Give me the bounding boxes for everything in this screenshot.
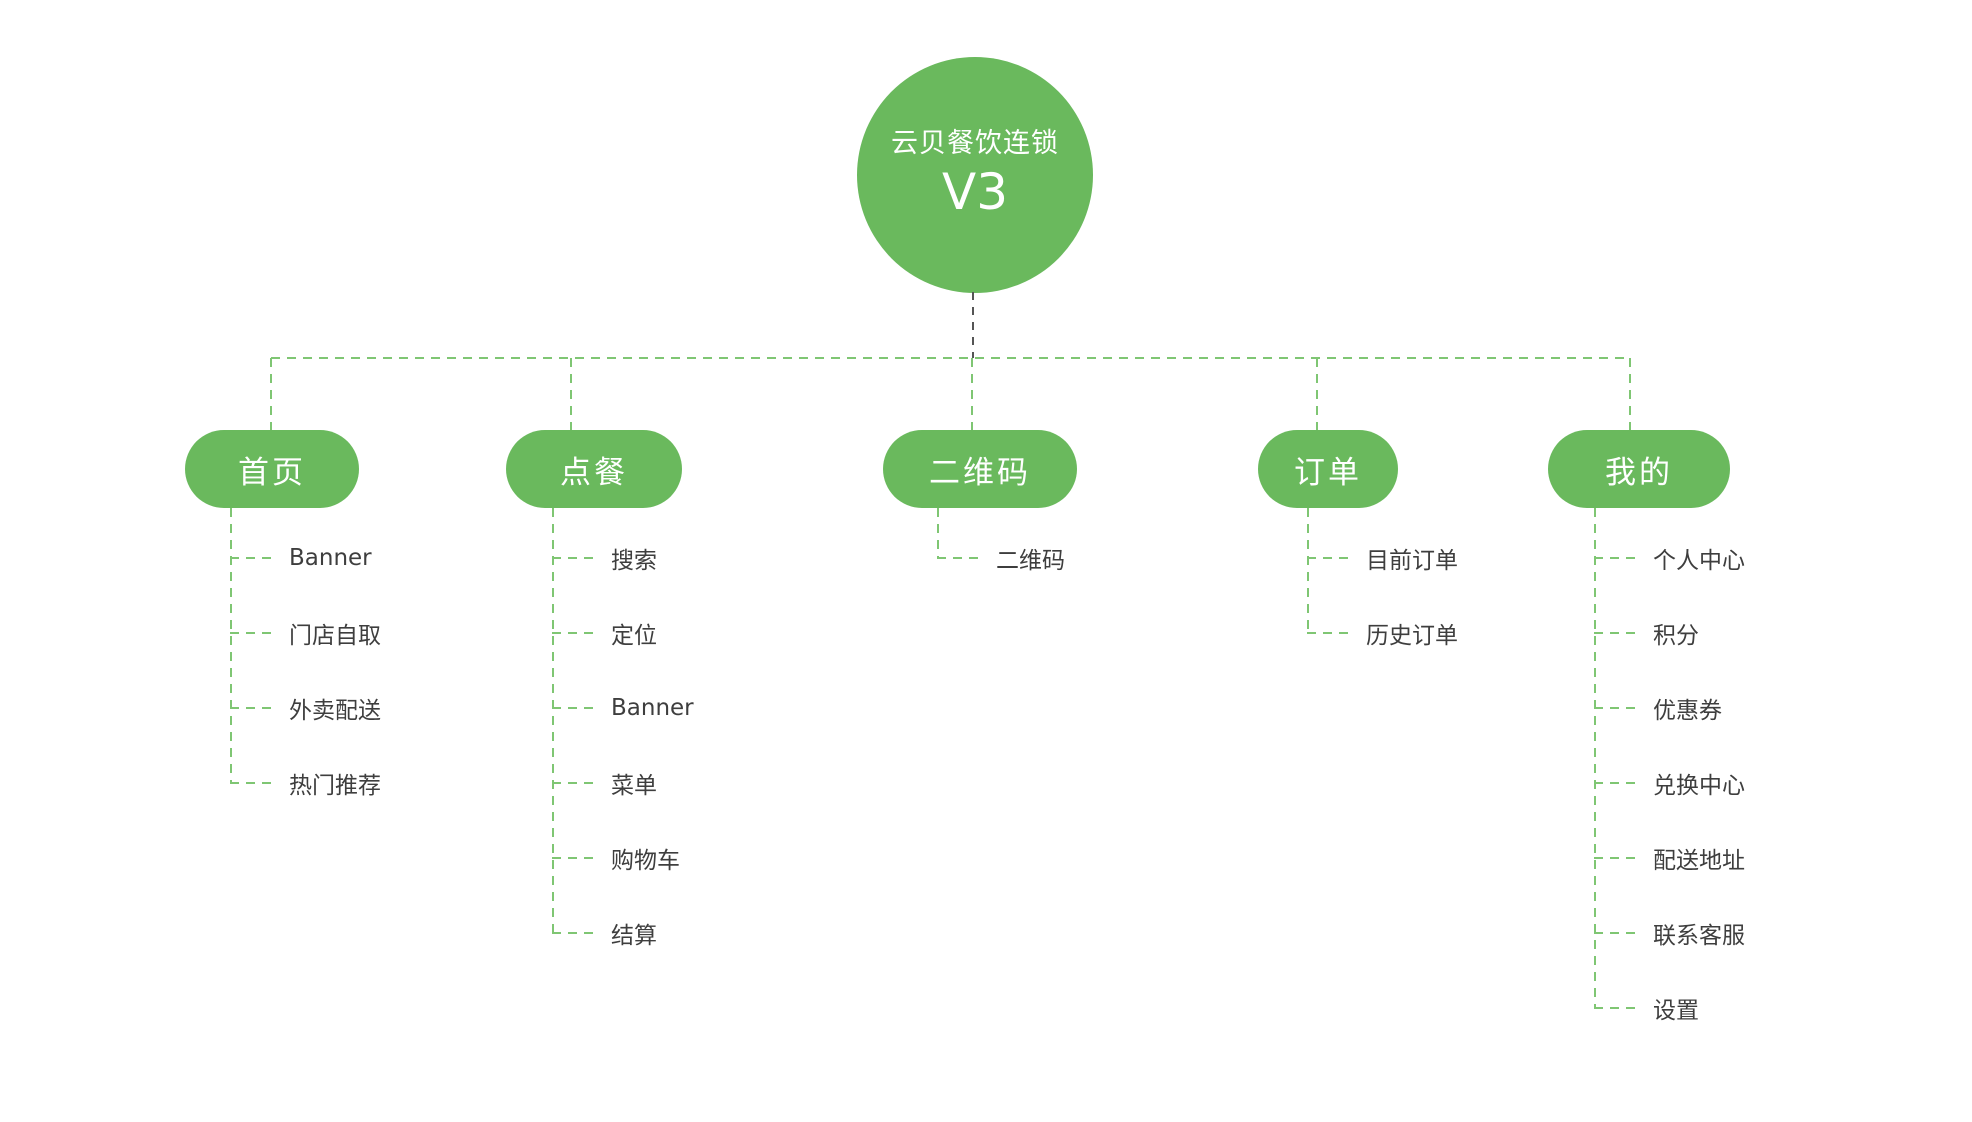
stem-order <box>552 508 554 933</box>
leaf-item: 积分 <box>1594 617 1699 649</box>
root-title: 云贝餐饮连锁 <box>891 128 1059 160</box>
leaf-connector-line <box>552 632 600 634</box>
leaf-item: 配送地址 <box>1594 842 1745 874</box>
branch-node-orders: 订单 <box>1258 430 1398 508</box>
leaf-connector-line <box>230 707 278 709</box>
leaf-connector-line <box>230 632 278 634</box>
leaf-label: 目前订单 <box>1366 548 1458 574</box>
leaf-item: 定位 <box>552 617 657 649</box>
leaf-connector-line <box>1594 632 1642 634</box>
leaf-label: 热门推荐 <box>289 773 381 799</box>
stem-qrcode <box>937 508 939 558</box>
leaf-item: 优惠券 <box>1594 692 1722 724</box>
leaf-item: Banner <box>230 542 372 574</box>
drop-line-home <box>270 358 272 430</box>
leaf-label: 搜索 <box>611 548 657 574</box>
leaf-item: 门店自取 <box>230 617 381 649</box>
leaf-connector-line <box>1307 557 1355 559</box>
leaf-item: Banner <box>552 692 694 724</box>
leaf-item: 目前订单 <box>1307 542 1458 574</box>
branch-bus-line <box>271 357 1631 359</box>
leaf-label: 兑换中心 <box>1653 773 1745 799</box>
leaf-label: 历史订单 <box>1366 623 1458 649</box>
leaf-connector-line <box>1594 782 1642 784</box>
branch-label-qrcode: 二维码 <box>929 454 1031 491</box>
branch-node-order: 点餐 <box>506 430 682 508</box>
leaf-connector-line <box>1594 557 1642 559</box>
leaf-connector-line <box>552 932 600 934</box>
leaf-connector-line <box>1307 632 1355 634</box>
leaf-connector-line <box>937 557 985 559</box>
leaf-label: 门店自取 <box>289 623 381 649</box>
leaf-item: 设置 <box>1594 992 1699 1024</box>
branch-node-home: 首页 <box>185 430 359 508</box>
leaf-label: 联系客服 <box>1653 923 1745 949</box>
leaf-connector-line <box>1594 932 1642 934</box>
branch-node-qrcode: 二维码 <box>883 430 1077 508</box>
branch-label-home: 首页 <box>238 454 306 491</box>
leaf-item: 二维码 <box>937 542 1065 574</box>
leaf-label: 购物车 <box>611 848 680 874</box>
leaf-connector-line <box>230 782 278 784</box>
leaf-connector-line <box>1594 707 1642 709</box>
leaf-label: 结算 <box>611 923 657 949</box>
drop-line-order <box>570 358 572 430</box>
root-node: 云贝餐饮连锁 V3 <box>857 57 1093 293</box>
leaf-item: 联系客服 <box>1594 917 1745 949</box>
leaf-item: 热门推荐 <box>230 767 381 799</box>
leaf-connector-line <box>552 782 600 784</box>
leaf-label: 二维码 <box>996 548 1065 574</box>
branch-label-order: 点餐 <box>560 454 628 491</box>
leaf-label: 优惠券 <box>1653 698 1722 724</box>
leaf-item: 购物车 <box>552 842 680 874</box>
leaf-connector-line <box>230 557 278 559</box>
leaf-label: 外卖配送 <box>289 698 381 724</box>
branch-node-mine: 我的 <box>1548 430 1730 508</box>
leaf-item: 搜索 <box>552 542 657 574</box>
leaf-label: 设置 <box>1653 998 1699 1024</box>
stem-mine <box>1594 508 1596 1008</box>
leaf-connector-line <box>552 857 600 859</box>
leaf-connector-line <box>1594 857 1642 859</box>
branch-label-mine: 我的 <box>1605 454 1673 491</box>
drop-line-orders <box>1316 358 1318 430</box>
leaf-connector-line <box>552 707 600 709</box>
branch-label-orders: 订单 <box>1294 454 1362 491</box>
stem-orders <box>1307 508 1309 633</box>
drop-line-qrcode <box>971 358 973 430</box>
leaf-item: 历史订单 <box>1307 617 1458 649</box>
leaf-item: 兑换中心 <box>1594 767 1745 799</box>
leaf-label: 积分 <box>1653 623 1699 649</box>
leaf-label: Banner <box>289 545 372 571</box>
root-connector-line <box>972 292 974 358</box>
leaf-connector-line <box>552 557 600 559</box>
leaf-label: Banner <box>611 695 694 721</box>
leaf-label: 菜单 <box>611 773 657 799</box>
leaf-item: 菜单 <box>552 767 657 799</box>
leaf-item: 个人中心 <box>1594 542 1745 574</box>
leaf-label: 配送地址 <box>1653 848 1745 874</box>
leaf-connector-line <box>1594 1007 1642 1009</box>
leaf-item: 外卖配送 <box>230 692 381 724</box>
drop-line-mine <box>1629 358 1631 430</box>
leaf-item: 结算 <box>552 917 657 949</box>
leaf-label: 个人中心 <box>1653 548 1745 574</box>
stem-home <box>230 508 232 783</box>
root-version: V3 <box>941 163 1008 222</box>
leaf-label: 定位 <box>611 623 657 649</box>
